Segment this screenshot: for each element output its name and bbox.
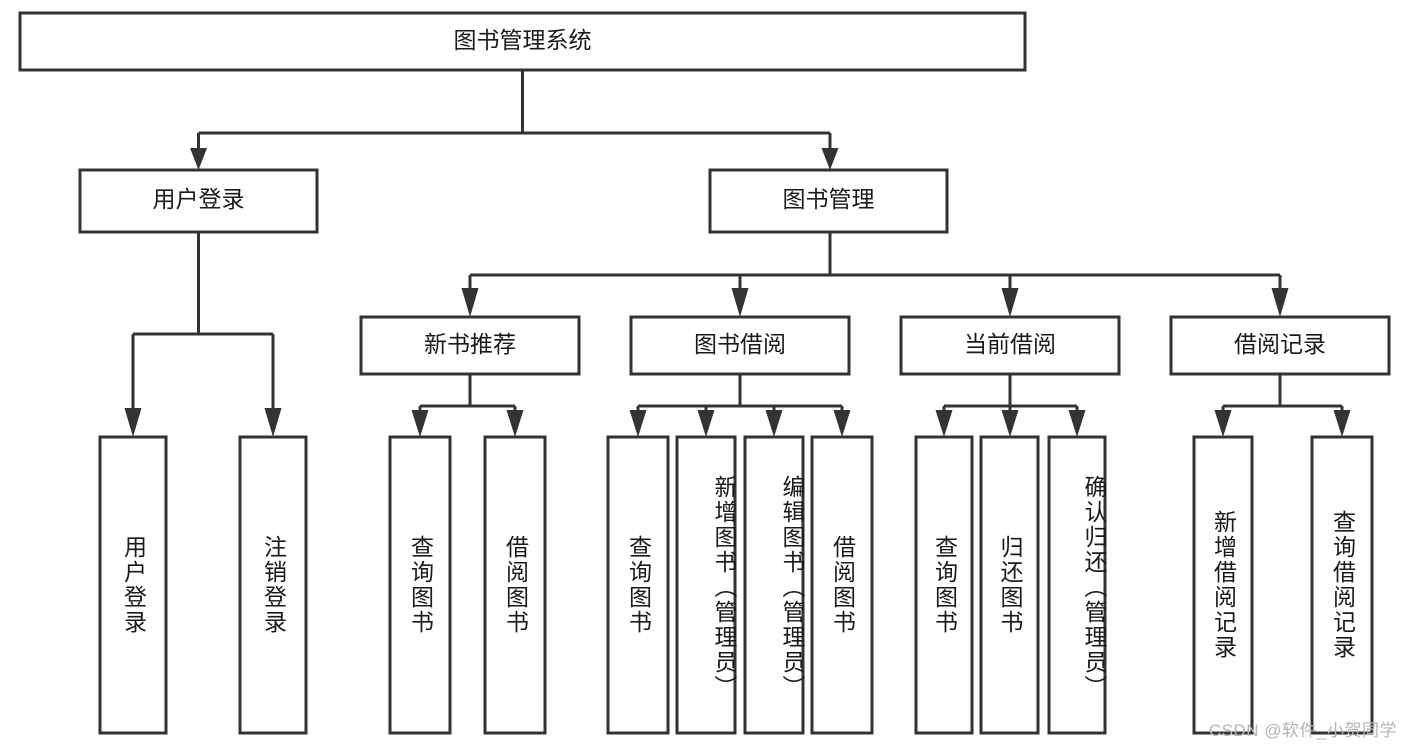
arrow-bb-query	[629, 410, 647, 437]
arrow-bb-edit	[765, 410, 783, 437]
arrow-cb-confirm	[1068, 410, 1086, 437]
node-user-login-box[interactable]	[78, 168, 319, 234]
leaf-box-user-login[interactable]	[98, 435, 168, 735]
leaf-box-borrow-book-bb[interactable]	[810, 435, 874, 735]
leaf-box-confirm-return[interactable]	[1047, 435, 1107, 735]
arrow-bb-add	[697, 410, 715, 437]
arrow-bb-borrow	[833, 410, 851, 437]
arrow-newbook-borrow	[506, 410, 524, 437]
node-user-login-label: 用户登录	[153, 186, 245, 212]
leaf-box-edit-book-admin[interactable]	[743, 435, 805, 735]
node-current-borrow-box[interactable]	[899, 315, 1121, 376]
node-new-book-recommend-label: 新书推荐	[424, 331, 516, 357]
arrow-br-add	[1214, 410, 1232, 437]
node-group: 图书管理系统 用户登录 图书管理 新书推荐 图书借阅 当前借阅 借阅记录	[18, 11, 1391, 735]
arrow-user-login	[190, 148, 207, 170]
node-book-borrow-box[interactable]	[629, 315, 851, 376]
leaf-box-query-book-bb[interactable]	[606, 435, 670, 735]
node-new-book-recommend-box[interactable]	[359, 315, 581, 376]
node-current-borrow-label: 当前借阅	[964, 331, 1056, 357]
arrow-br-query	[1333, 410, 1351, 437]
node-root-box[interactable]	[18, 11, 1027, 72]
node-borrow-record-label: 借阅记录	[1234, 331, 1326, 357]
connector-group	[124, 70, 1351, 437]
csdn-watermark: CSDN @软件_小贺同学	[1208, 721, 1397, 740]
leaf-box-borrow-book-new[interactable]	[483, 435, 547, 735]
node-book-management-box[interactable]	[708, 168, 949, 234]
leaf-box-logout[interactable]	[238, 435, 308, 735]
node-root-label: 图书管理系统	[454, 27, 592, 53]
leaf-box-query-book-cb[interactable]	[914, 435, 974, 735]
arrow-new-book-rec	[461, 288, 479, 317]
arrow-borrow-record	[1271, 288, 1289, 317]
node-book-borrow-label: 图书借阅	[694, 331, 786, 357]
arrow-book-borrow	[731, 288, 749, 317]
leaf-box-query-book-new[interactable]	[388, 435, 452, 735]
arrow-leaf-logout	[264, 408, 282, 437]
arrow-cb-return	[1001, 410, 1019, 437]
leaf-box-add-borrow-rec[interactable]	[1192, 435, 1254, 735]
node-borrow-record-box[interactable]	[1169, 315, 1391, 376]
leaf-box-return-book[interactable]	[979, 435, 1040, 735]
arrow-leaf-user-login	[124, 408, 142, 437]
arrow-current-borrow	[1001, 288, 1019, 317]
arrow-newbook-query	[411, 410, 429, 437]
arrow-book-mgmt	[821, 148, 839, 170]
leaf-box-add-book-admin[interactable]	[675, 435, 737, 735]
node-book-management-label: 图书管理	[783, 186, 875, 212]
arrow-cb-query	[935, 410, 953, 437]
leaf-box-query-borrow-rec[interactable]	[1310, 435, 1374, 735]
